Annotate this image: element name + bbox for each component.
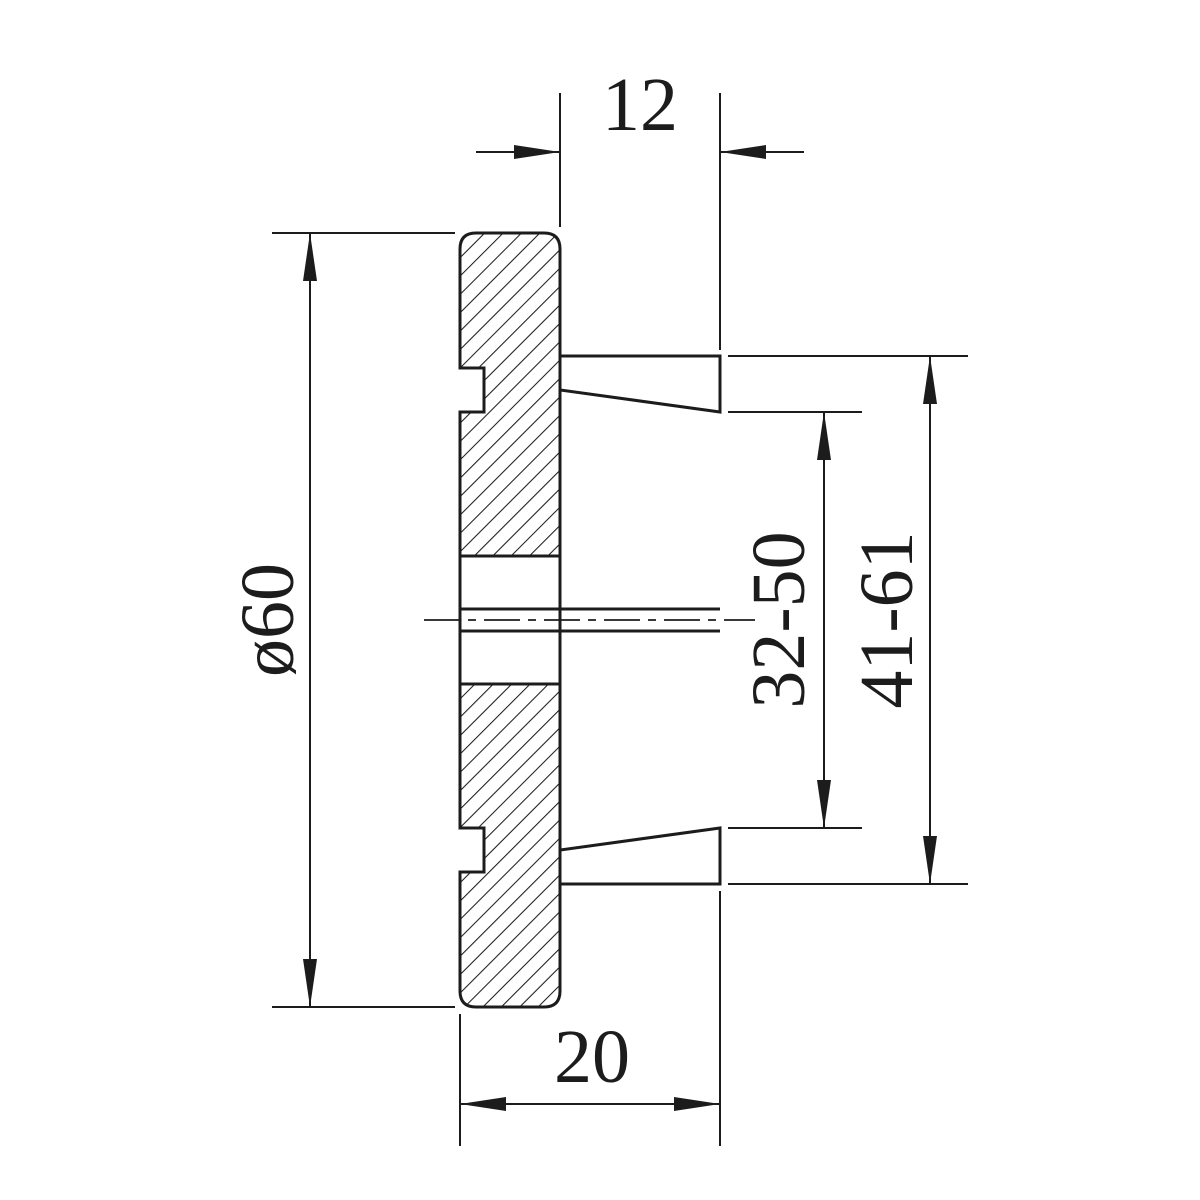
hub-lower-wall: [558, 826, 722, 886]
arrowhead-up: [817, 412, 831, 460]
hub-upper-wall: [558, 354, 722, 414]
dimension-bore-range: 32-50: [728, 411, 862, 829]
arrowhead-up: [923, 356, 937, 404]
flange-upper-section-hatch: [460, 233, 560, 556]
flange-lower-section-hatch: [460, 684, 560, 1007]
arrowhead-up: [303, 233, 317, 281]
dimension-outer-diameter: ø60: [226, 232, 455, 1008]
dimension-hub-span-range: 41-61: [728, 355, 968, 885]
dimension-label-hub-width: 12: [602, 63, 678, 147]
dimension-label-total-width: 20: [554, 1015, 630, 1099]
arrowhead-down: [817, 780, 831, 828]
arrowhead-left: [720, 145, 766, 159]
dimension-label-hub-span-range: 41-61: [845, 531, 929, 708]
part-cross-section: [424, 231, 755, 1009]
arrowhead-down: [303, 959, 317, 1007]
dimension-hub-width: 12: [476, 63, 804, 350]
dimension-label-bore-range: 32-50: [737, 531, 821, 708]
dimension-total-width: 20: [459, 891, 721, 1146]
arrowhead-down: [923, 836, 937, 884]
flange-outline: [458, 231, 562, 1009]
arrowhead-right: [674, 1097, 720, 1111]
arrowhead-right: [514, 145, 560, 159]
dimension-label-outer-diameter: ø60: [226, 563, 310, 677]
arrowhead-left: [460, 1097, 506, 1111]
